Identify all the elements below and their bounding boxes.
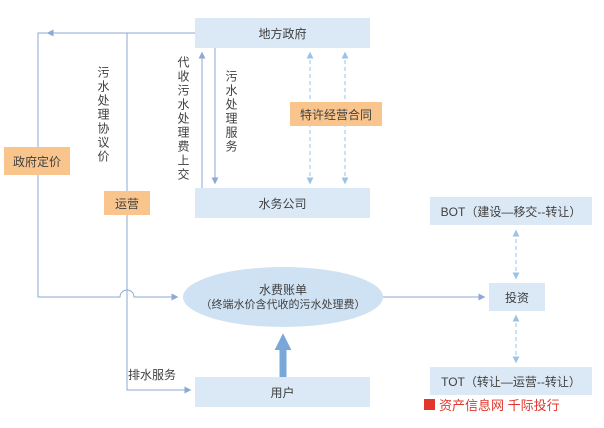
node-franchise-contract: 特许经营合同 (290, 102, 382, 126)
label-collect-sewage-fee: 代收污水处理费上交 (176, 56, 190, 182)
node-water-company: 水务公司 (195, 188, 370, 218)
node-local-government: 地方政府 (195, 18, 370, 48)
node-investment: 投资 (489, 283, 545, 311)
label-sewage-treatment-service: 污水处理服务 (224, 70, 238, 154)
watermark: 资产信息网 千际投行 (424, 395, 560, 414)
watermark-logo-icon (424, 399, 435, 410)
node-bot: BOT（建设—移交--转让） (430, 197, 592, 225)
node-government-pricing: 政府定价 (4, 147, 70, 175)
water-bill-title: 水费账单 (258, 283, 307, 297)
label-drainage-service: 排水服务 (128, 368, 177, 382)
watermark-text: 资产信息网 千际投行 (439, 398, 560, 413)
edge-gov-pricing-to-bill (37, 32, 195, 301)
label-sewage-agreement-price: 污水处理协议价 (96, 66, 110, 164)
node-water-bill: 水费账单 （终端水价含代收的污水处理费） (183, 267, 383, 327)
node-operation: 运营 (104, 191, 150, 215)
edge-operation-to-users (126, 33, 192, 394)
node-tot: TOT（转让—运营--转让） (430, 367, 592, 395)
node-users: 用户 (195, 377, 370, 407)
water-bill-subtitle: （终端水价含代收的污水处理费） (200, 299, 366, 311)
